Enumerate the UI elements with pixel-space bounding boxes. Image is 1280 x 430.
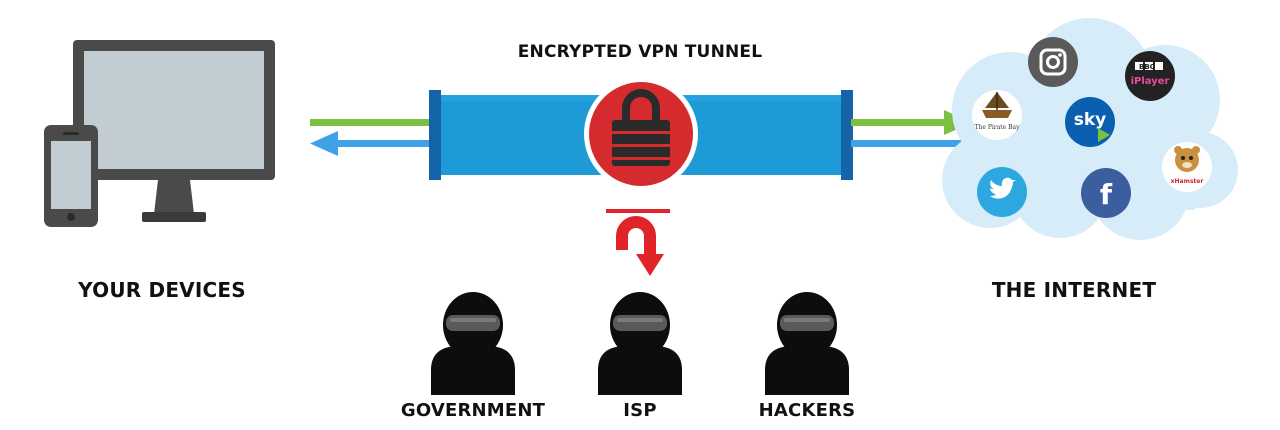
observer-label-isp: ISP — [623, 400, 657, 421]
bbc-iplayer-icon: BBC iPlayer — [1125, 51, 1175, 101]
tunnel-title: ENCRYPTED VPN TUNNEL — [517, 42, 763, 62]
xhamster-icon: xHamster — [1162, 142, 1212, 192]
monitor-icon — [73, 40, 275, 222]
sky-icon: sky — [1065, 97, 1115, 147]
arrow-from-internet — [851, 140, 971, 147]
spy-figure-hackers-icon — [765, 292, 849, 395]
facebook-icon: f — [1081, 168, 1131, 218]
deflect-arrow-icon — [606, 209, 670, 276]
sky-text: sky — [1074, 110, 1107, 130]
devices-label: YOUR DEVICES — [78, 278, 246, 302]
arrow-from-tunnel — [310, 131, 432, 156]
instagram-icon — [1028, 37, 1078, 87]
xhamster-text: xHamster — [1171, 178, 1204, 185]
devices-illustration — [44, 40, 275, 227]
internet-label: THE INTERNET — [991, 278, 1157, 302]
spy-figure-government-icon — [431, 292, 515, 395]
twitter-icon — [977, 167, 1027, 217]
iplayer-text: iPlayer — [1131, 76, 1170, 87]
spy-figure-isp-icon — [598, 292, 682, 395]
observer-figures — [431, 292, 849, 395]
bbc-text: BBC — [1139, 63, 1155, 71]
piratebay-icon: The Pirate Bay — [972, 90, 1022, 140]
observer-label-government: GOVERNMENT — [400, 400, 546, 421]
piratebay-text: The Pirate Bay — [975, 124, 1021, 131]
facebook-text: f — [1100, 178, 1113, 211]
arrow-to-tunnel — [310, 119, 432, 126]
smartphone-icon — [44, 125, 98, 227]
observer-label-hackers: HACKERS — [758, 400, 856, 421]
padlock-icon — [584, 77, 698, 191]
